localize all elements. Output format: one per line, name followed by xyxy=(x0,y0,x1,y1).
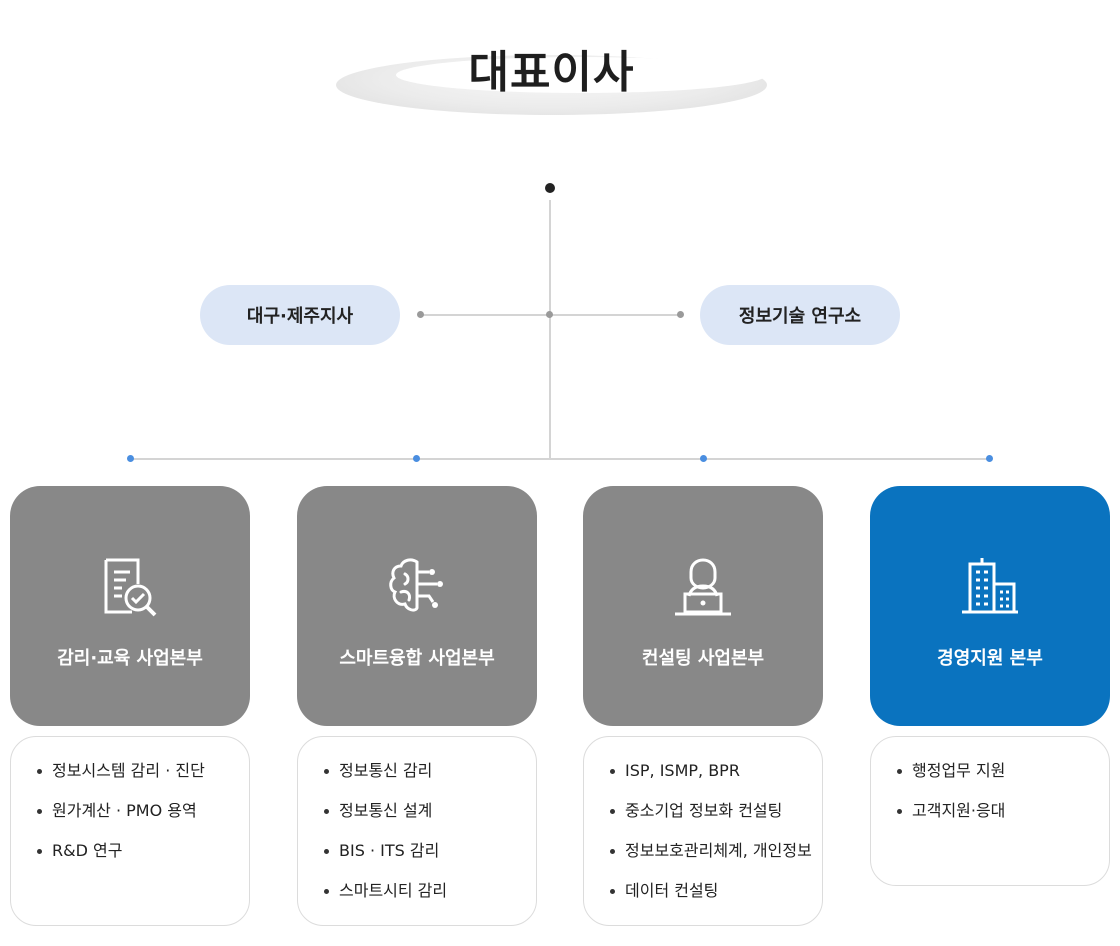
root-dot xyxy=(545,183,555,193)
list-item: 스마트시티 감리 xyxy=(324,879,536,919)
list-item: 행정업무 지원 xyxy=(897,759,1109,799)
division-dot-2 xyxy=(413,455,420,462)
branch-left-dot xyxy=(417,311,424,318)
list-item: 정보보호관리체계, 개인정보 xyxy=(610,839,822,879)
division-card-smart-convergence: 스마트융합 사업본부 xyxy=(297,486,537,726)
division-horizontal-connector xyxy=(130,458,990,460)
division-dot-4 xyxy=(986,455,993,462)
branch-daegu-jeju: 대구·제주지사 xyxy=(200,285,400,345)
branch-it-research-lab: 정보기술 연구소 xyxy=(700,285,900,345)
list-item: ISP, ISMP, BPR xyxy=(610,759,822,799)
list-item: 중소기업 정보화 컨설팅 xyxy=(610,799,822,839)
ceo-pedestal-highlight xyxy=(396,57,766,93)
list-item: 정보시스템 감리 · 진단 xyxy=(37,759,249,799)
division-name: 경영지원 본부 xyxy=(937,648,1043,669)
division-card-consulting: 컨설팅 사업본부 xyxy=(583,486,823,726)
list-item: 정보통신 감리 xyxy=(324,759,536,799)
division-name: 감리·교육 사업본부 xyxy=(57,648,203,669)
division-items-consulting: ISP, ISMP, BPR 중소기업 정보화 컨설팅 정보보호관리체계, 개인… xyxy=(583,736,823,926)
ceo-title: 대표이사 xyxy=(468,47,635,98)
division-dot-1 xyxy=(127,455,134,462)
list-item: 고객지원·응대 xyxy=(897,799,1109,839)
main-vertical-connector xyxy=(549,200,551,459)
branch-daegu-jeju-label: 대구·제주지사 xyxy=(246,306,354,327)
branch-it-research-lab-label: 정보기술 연구소 xyxy=(738,306,862,327)
document-search-check-icon xyxy=(104,558,157,617)
division-items-smart-convergence: 정보통신 감리 정보통신 설계 BIS · ITS 감리 스마트시티 감리 xyxy=(297,736,537,926)
division-name: 스마트융합 사업본부 xyxy=(339,648,495,669)
list-item: 원가계산 · PMO 용역 xyxy=(37,799,249,839)
person-laptop-icon xyxy=(675,558,731,616)
branch-right-dot xyxy=(677,311,684,318)
brain-circuit-icon xyxy=(389,558,443,612)
branch-center-dot xyxy=(546,311,553,318)
division-dot-3 xyxy=(700,455,707,462)
list-item: BIS · ITS 감리 xyxy=(324,839,536,879)
list-item: 데이터 컨설팅 xyxy=(610,879,822,919)
division-card-audit-education: 감리·교육 사업본부 xyxy=(10,486,250,726)
building-icon xyxy=(962,558,1018,614)
list-item: R&D 연구 xyxy=(37,839,249,879)
division-items-management-support: 행정업무 지원 고객지원·응대 xyxy=(870,736,1110,886)
division-card-management-support: 경영지원 본부 xyxy=(870,486,1110,726)
division-name: 컨설팅 사업본부 xyxy=(641,648,765,669)
list-item: 정보통신 설계 xyxy=(324,799,536,839)
division-items-audit-education: 정보시스템 감리 · 진단 원가계산 · PMO 용역 R&D 연구 xyxy=(10,736,250,926)
